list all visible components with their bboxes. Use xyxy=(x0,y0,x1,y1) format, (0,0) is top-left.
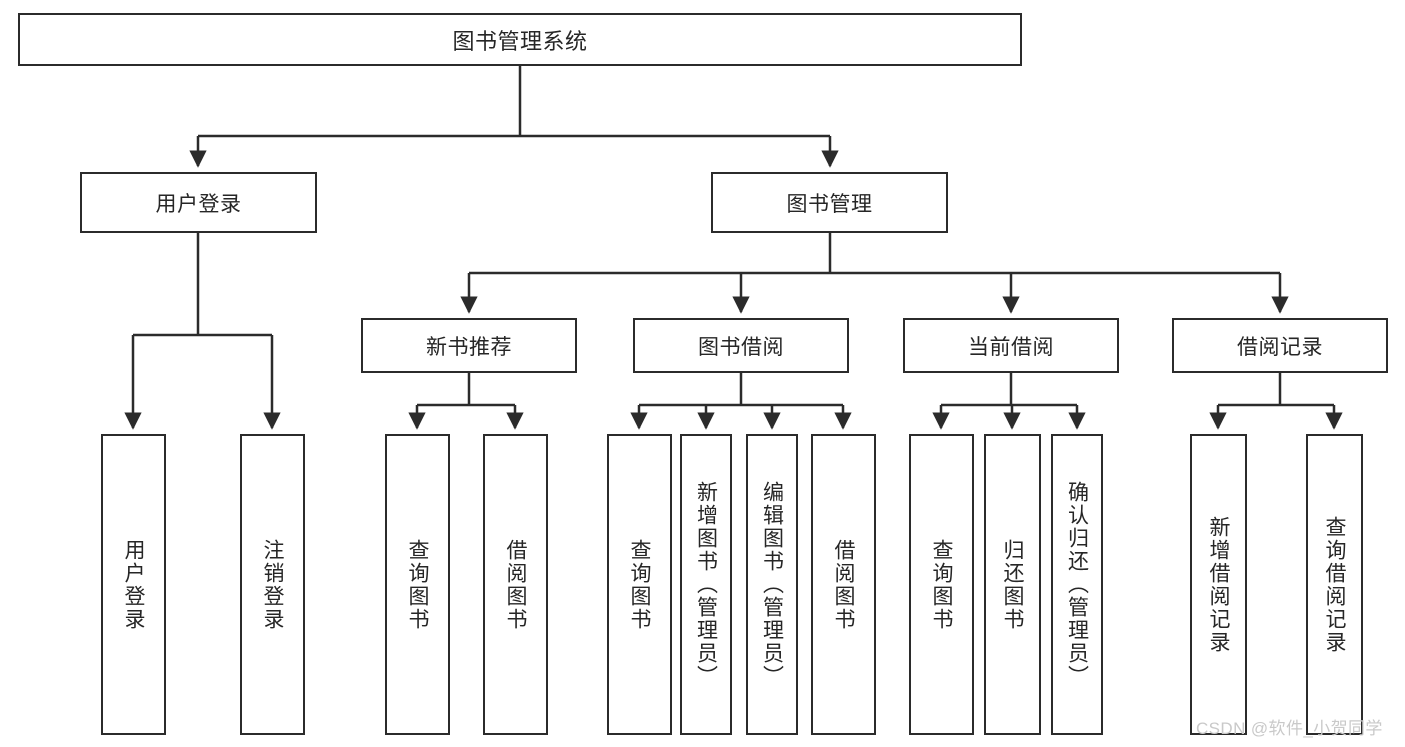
node-user-login[interactable]: 用户登录 xyxy=(80,172,317,233)
node-leaf-confirm-return[interactable]: 确认归还（管理员） xyxy=(1051,434,1103,735)
node-new-book-recommend[interactable]: 新书推荐 xyxy=(361,318,577,373)
node-leaf-return-book[interactable]: 归还图书 xyxy=(984,434,1041,735)
node-leaf-borrow-book-2[interactable]: 借阅图书 xyxy=(811,434,876,735)
node-current-borrow[interactable]: 当前借阅 xyxy=(903,318,1119,373)
node-borrow-record[interactable]: 借阅记录 xyxy=(1172,318,1388,373)
node-leaf-edit-book[interactable]: 编辑图书（管理员） xyxy=(746,434,798,735)
node-leaf-query-book-1[interactable]: 查询图书 xyxy=(385,434,450,735)
node-leaf-user-login[interactable]: 用户登录 xyxy=(101,434,166,735)
node-root[interactable]: 图书管理系统 xyxy=(18,13,1022,66)
node-leaf-add-book[interactable]: 新增图书（管理员） xyxy=(680,434,732,735)
node-leaf-borrow-book-1[interactable]: 借阅图书 xyxy=(483,434,548,735)
node-book-manage[interactable]: 图书管理 xyxy=(711,172,948,233)
node-leaf-query-record[interactable]: 查询借阅记录 xyxy=(1306,434,1363,735)
node-leaf-logout[interactable]: 注销登录 xyxy=(240,434,305,735)
node-leaf-add-record[interactable]: 新增借阅记录 xyxy=(1190,434,1247,735)
node-book-borrow[interactable]: 图书借阅 xyxy=(633,318,849,373)
node-leaf-query-book-3[interactable]: 查询图书 xyxy=(909,434,974,735)
watermark-label: CSDN @软件_小贺同学 xyxy=(1196,719,1383,738)
node-leaf-query-book-2[interactable]: 查询图书 xyxy=(607,434,672,735)
